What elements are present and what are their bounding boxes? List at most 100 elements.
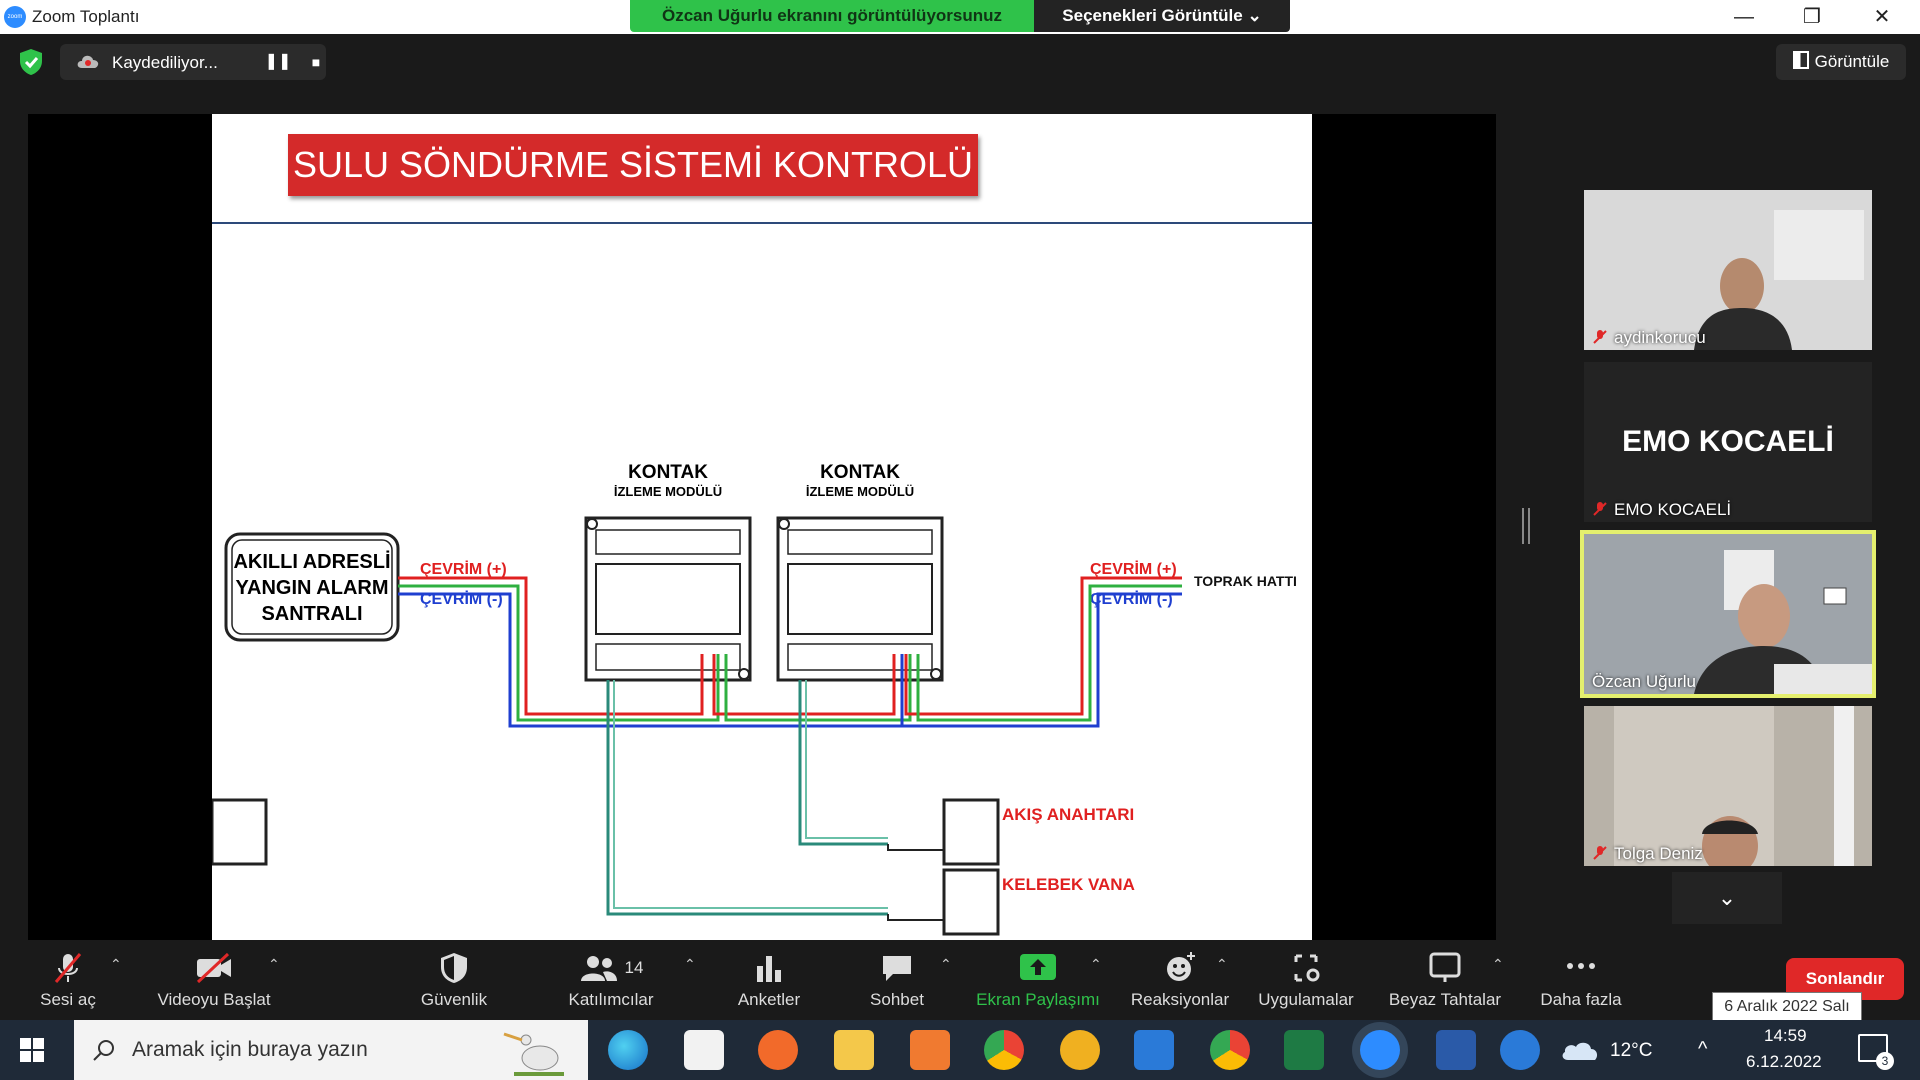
notifications-icon[interactable]: 3	[1858, 1034, 1894, 1070]
participants-options-caret[interactable]: ⌃	[684, 956, 696, 972]
weather-cloud-icon[interactable]	[1560, 1038, 1600, 1062]
share-options-caret[interactable]: ⌃	[1090, 956, 1102, 972]
participant-tile[interactable]: Tolga Deniz	[1584, 706, 1872, 866]
apps-button[interactable]: Uygulamalar	[1250, 950, 1362, 1016]
view-options-button[interactable]: Seçenekleri Görüntüle ⌄	[1034, 0, 1290, 32]
participants-count: 14	[624, 958, 644, 977]
start-video-button[interactable]: Videoyu Başlat	[150, 950, 278, 1016]
share-screen-icon	[1020, 954, 1056, 980]
windows-start-icon[interactable]	[20, 1038, 44, 1062]
loop-plus-left: ÇEVRİM (+)	[420, 560, 507, 578]
butterfly-valve-box	[942, 868, 1000, 936]
more-button[interactable]: Daha fazla	[1536, 950, 1626, 1016]
recording-label: Kaydediliyor...	[112, 53, 218, 72]
close-button[interactable]: ✕	[1873, 6, 1891, 28]
scroll-down-participants-button[interactable]: ⌄	[1672, 872, 1782, 924]
panel-label-2: YANGIN ALARM	[236, 577, 389, 599]
search-icon	[93, 1040, 114, 1061]
participants-button[interactable]: 14 Katılımcılar	[556, 950, 666, 1016]
more-icon	[1567, 963, 1595, 969]
stop-recording-button[interactable]: ■	[311, 54, 321, 70]
participant-name: aydinkorucu	[1592, 328, 1706, 348]
security-button[interactable]: Güvenlik	[406, 950, 502, 1016]
chat-button[interactable]: Sohbet	[852, 950, 942, 1016]
shield-icon	[441, 953, 467, 983]
recording-indicator: Kaydediliyor... ❚❚ ■	[60, 44, 326, 80]
whiteboards-options-caret[interactable]: ⌃	[1492, 956, 1504, 972]
restore-button[interactable]: ❐	[1803, 6, 1821, 28]
muted-mic-icon	[54, 953, 82, 983]
polls-icon	[757, 956, 781, 982]
view-button-label: Görüntüle	[1814, 52, 1890, 71]
meeting-toolbar	[0, 940, 1920, 1020]
taskbar-search-box[interactable]: Aramak için buraya yazın	[74, 1020, 588, 1080]
chrome-icon[interactable]	[984, 1030, 1024, 1070]
app-icon[interactable]	[910, 1030, 950, 1070]
pause-recording-button[interactable]: ❚❚	[264, 53, 292, 70]
audio-options-caret[interactable]: ⌃	[110, 956, 122, 972]
participant-video	[1584, 706, 1872, 866]
cloud-recording-icon	[77, 55, 99, 68]
search-highlight-bird-icon	[503, 1032, 564, 1076]
participants-icon	[580, 956, 617, 981]
mail-icon[interactable]	[1134, 1030, 1174, 1070]
date-tooltip: 6 Aralık 2022 Salı	[1712, 992, 1862, 1022]
participant-tile[interactable]: aydinkorucu	[1584, 190, 1872, 350]
help-icon[interactable]	[1500, 1030, 1540, 1070]
reactions-options-caret[interactable]: ⌃	[1216, 956, 1228, 972]
module2-label-2: İZLEME MODÜLÜ	[806, 484, 914, 499]
participant-name: Özcan Uğurlu	[1592, 672, 1696, 691]
view-button[interactable]: Görüntüle	[1776, 44, 1906, 80]
module1-label-1: KONTAK	[628, 462, 708, 483]
search-placeholder: Aramak için buraya yazın	[132, 1038, 368, 1061]
slide-title: SULU SÖNDÜRME SİSTEMİ KONTROLÜ	[288, 134, 978, 196]
polls-button[interactable]: Anketler	[726, 950, 812, 1016]
edge-icon[interactable]	[608, 1030, 648, 1070]
participant-name: EMO KOCAELİ	[1592, 500, 1731, 520]
module-2	[776, 516, 944, 682]
participant-video	[1584, 534, 1872, 694]
meeting-top-bar: Kaydediliyor... ❚❚ ■ Görüntüle	[0, 34, 1920, 94]
chat-icon	[883, 956, 911, 981]
vpn-icon[interactable]	[1060, 1030, 1100, 1070]
notification-count: 3	[1876, 1052, 1894, 1070]
unmute-button[interactable]: Sesi aç	[34, 950, 102, 1016]
title-bar: zoom Zoom Toplantı Özcan Uğurlu ekranını…	[0, 0, 1920, 34]
ground-line-label: TOPRAK HATTI	[1194, 573, 1297, 589]
chat-options-caret[interactable]: ⌃	[940, 956, 952, 972]
minimize-button[interactable]: —	[1734, 6, 1754, 28]
explorer-icon[interactable]	[834, 1030, 874, 1070]
module1-label-2: İZLEME MODÜLÜ	[614, 484, 722, 499]
whiteboard-icon	[1429, 952, 1461, 982]
zoom-logo-icon: zoom	[4, 6, 26, 28]
windows-taskbar: Aramak için buraya yazın 12°C ^ 14:59 6.…	[0, 1020, 1920, 1080]
participant-tile-active-speaker[interactable]: Özcan Uğurlu	[1580, 530, 1876, 698]
reactions-icon	[1167, 952, 1195, 981]
wiring-diagram: AKILLI ADRESLİ YANGIN ALARM SANTRALI ÇEV…	[212, 462, 1297, 936]
tray-overflow-arrow[interactable]: ^	[1698, 1038, 1708, 1060]
presentation-slide: SULU SÖNDÜRME SİSTEMİ KONTROLÜ AKILLI AD…	[212, 114, 1312, 940]
clock-time[interactable]: 14:59	[1764, 1026, 1807, 1045]
store-icon[interactable]	[684, 1030, 724, 1070]
muted-mic-icon	[1593, 502, 1607, 516]
zoom-icon[interactable]	[1360, 1030, 1400, 1070]
chrome-icon[interactable]	[1210, 1030, 1250, 1070]
security-shield-icon[interactable]	[18, 48, 44, 76]
video-options-caret[interactable]: ⌃	[268, 956, 280, 972]
word-icon[interactable]	[1436, 1030, 1476, 1070]
grid-icon	[1792, 51, 1809, 69]
flow-switch-label: AKIŞ ANAHTARI	[1002, 805, 1134, 824]
reactions-button[interactable]: Reaksiyonlar	[1122, 950, 1238, 1016]
video-off-icon	[196, 952, 231, 984]
excel-icon[interactable]	[1284, 1030, 1324, 1070]
muted-mic-icon	[1593, 846, 1607, 860]
participant-tile[interactable]: EMO KOCAELİ EMO KOCAELİ	[1584, 362, 1872, 522]
participant-display-name: EMO KOCAELİ	[1622, 425, 1834, 458]
whiteboards-button[interactable]: Beyaz Tahtalar	[1382, 950, 1508, 1016]
panel-label-3: SANTRALI	[261, 603, 362, 625]
app-icon[interactable]	[758, 1030, 798, 1070]
share-screen-button[interactable]: Ekran Paylaşımı	[972, 950, 1104, 1016]
panel-resize-handle[interactable]	[1522, 508, 1530, 544]
loop-plus-right: ÇEVRİM (+)	[1090, 560, 1177, 578]
clock-date[interactable]: 6.12.2022	[1746, 1052, 1822, 1071]
